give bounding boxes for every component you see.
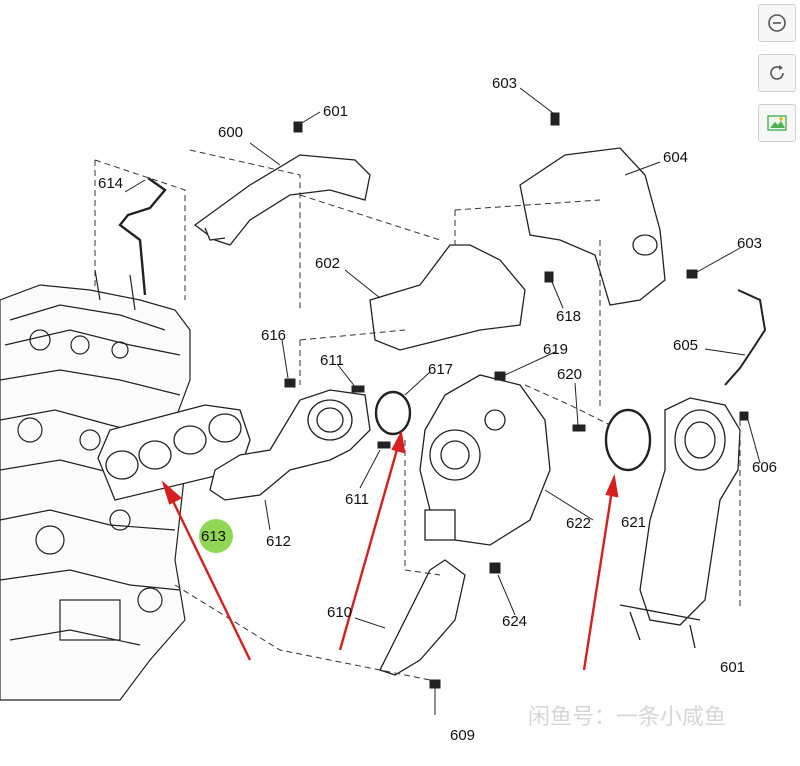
label-622: 622 xyxy=(566,515,591,532)
rotate-button[interactable] xyxy=(758,54,796,92)
turbo-heat-shield xyxy=(369,244,526,351)
zoom-out-button[interactable] xyxy=(758,4,796,42)
label-606: 606 xyxy=(752,459,777,476)
label-610: 610 xyxy=(327,604,352,621)
label-603-right: 603 xyxy=(737,235,762,252)
rotate-icon xyxy=(770,65,784,80)
label-605: 605 xyxy=(673,337,698,354)
image-icon xyxy=(767,115,787,131)
catalytic-converter xyxy=(619,397,741,649)
label-624: 624 xyxy=(502,613,527,630)
label-621: 621 xyxy=(621,514,646,531)
label-600: 600 xyxy=(218,124,243,141)
converter-heat-shield xyxy=(519,147,666,306)
label-616: 616 xyxy=(261,327,286,344)
part-labels: 600 601 602 603 603 604 605 606 609 610 … xyxy=(98,75,777,744)
label-619: 619 xyxy=(543,341,568,358)
label-612: 612 xyxy=(266,533,291,550)
zoom-out-icon xyxy=(768,14,786,32)
label-614: 614 xyxy=(98,175,123,192)
label-602: 602 xyxy=(315,255,340,272)
label-604: 604 xyxy=(663,149,688,166)
converter-gasket xyxy=(604,408,652,472)
label-620: 620 xyxy=(557,366,582,383)
label-613: 613 xyxy=(201,528,226,545)
red-arrows xyxy=(161,430,619,671)
label-603-top: 603 xyxy=(492,75,517,92)
manifold-gasket xyxy=(97,404,251,501)
label-601: 601 xyxy=(323,103,348,120)
callout-leaders xyxy=(124,87,761,715)
fasteners xyxy=(284,112,749,689)
highlight-marker xyxy=(199,519,233,553)
heat-shield-upper xyxy=(193,154,371,246)
turbo-bracket xyxy=(379,559,466,676)
turbo-inlet-gasket xyxy=(374,390,412,436)
label-611-top: 611 xyxy=(320,352,344,369)
image-view-button[interactable] xyxy=(758,104,796,142)
turbocharger xyxy=(419,374,551,546)
label-601-converter: 601 xyxy=(720,659,745,676)
oxygen-sensor xyxy=(724,289,767,386)
exhaust-manifold xyxy=(209,389,371,501)
assembly-leader-lines xyxy=(94,149,741,681)
label-609: 609 xyxy=(450,727,475,744)
watermark: 闲鱼号：一条小咸鱼 xyxy=(528,704,726,729)
oil-feed-pipe xyxy=(118,177,167,296)
label-617: 617 xyxy=(428,361,453,378)
label-618: 618 xyxy=(556,308,581,325)
label-611-bottom: 611 xyxy=(345,491,369,508)
